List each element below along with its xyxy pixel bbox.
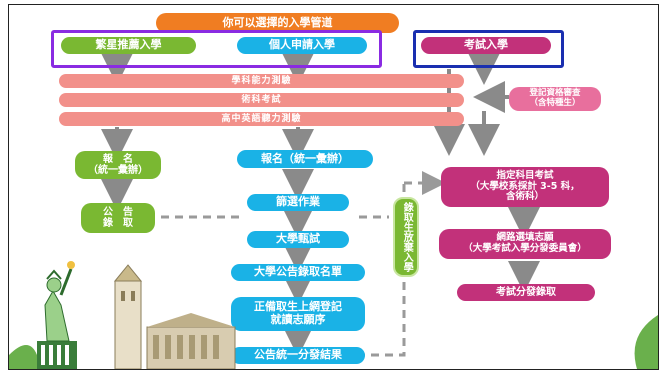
personal-result-step: 公告統一分發結果 (231, 347, 365, 364)
star-apply-step: 報 名 （統一彙辦） (75, 151, 161, 179)
corner-leaf-decoration (634, 315, 658, 369)
channel-personal-application: 個人申請入學 (237, 37, 367, 54)
waiver-box: 錄取生放棄入學 (393, 197, 419, 277)
slide-frame: 你可以選擇的入學管道 繁星推薦入學 個人申請入學 考試入學 學科能力測驗 術科考… (8, 4, 659, 370)
campus-tower-illustration (113, 264, 236, 369)
blue-highlight-frame (413, 30, 564, 68)
exam-ast-step: 指定科目考試 （大學校系採計 3-5 科， 含術科） (441, 167, 609, 207)
personal-apply-step: 報名（統一彙辦） (237, 150, 373, 168)
test-gsat-bar: 學科能力測驗 (59, 74, 464, 88)
purple-highlight-frame (51, 30, 382, 68)
personal-announce-list-step: 大學公告錄取名單 (231, 264, 365, 281)
channel-star-recommendation: 繁星推薦入學 (61, 37, 196, 54)
page-title: 你可以選擇的入學管道 (156, 13, 399, 33)
test-arts-bar: 術科考試 (59, 93, 464, 107)
test-listening-bar: 高中英語聽力測驗 (59, 112, 464, 126)
personal-register-step: 正備取生上網登記 就讀志願序 (231, 297, 365, 331)
registration-check: 登記資格審查 （含特種生） (509, 87, 601, 111)
personal-selection-step: 大學甄試 (247, 231, 349, 248)
exam-placement-step: 考試分發錄取 (457, 284, 595, 301)
personal-screening-step: 篩選作業 (247, 194, 349, 211)
channel-exam-admission: 考試入學 (421, 37, 551, 54)
exam-online-step: 網路選填志願 （大學考試入學分發委員會） (439, 229, 611, 259)
statue-of-liberty-illustration (9, 261, 77, 369)
star-announce-step: 公 告 錄 取 (81, 203, 155, 233)
